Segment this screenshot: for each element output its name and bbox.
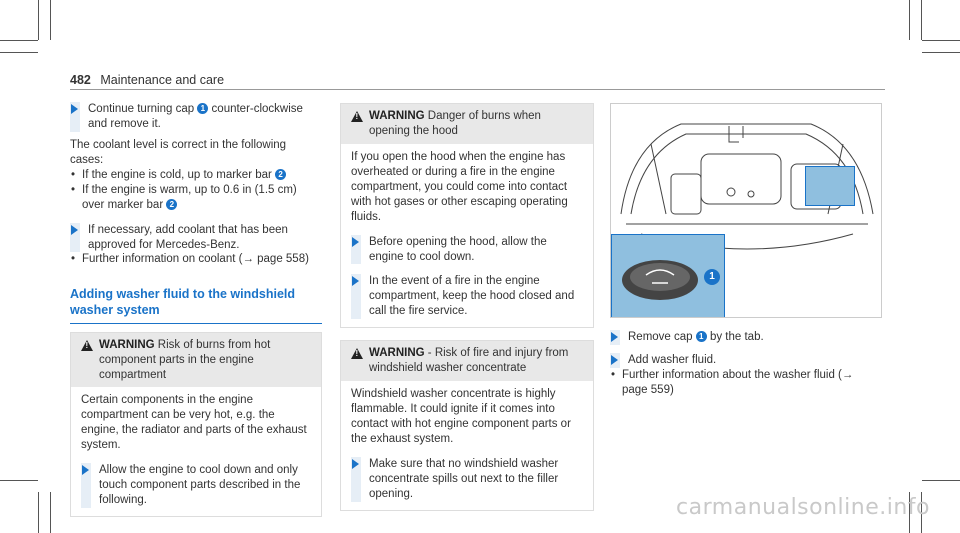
warning-header: WARNING Danger of burns when opening the… [341, 104, 593, 144]
step-text: Remove cap [628, 331, 693, 343]
step-arrow-icon [352, 458, 359, 469]
crop-mark [38, 0, 39, 40]
callout-badge: 2 [166, 199, 178, 211]
warning-title: Danger of burns when opening the hood [369, 110, 541, 137]
step-text: by the tab. [709, 331, 764, 343]
step-text: Before opening the hood, allow the engin… [369, 235, 547, 263]
crop-mark [50, 492, 51, 533]
warning-label: WARNING [99, 338, 155, 351]
instruction-step: If necessary, add coolant that has been … [70, 222, 322, 253]
crop-mark [922, 52, 960, 53]
warning-label: WARNING [369, 347, 425, 360]
list-item: Further information about the washer flu… [610, 368, 882, 398]
warning-title: - Risk of fire and injury from windshiel… [369, 347, 569, 375]
column-left: Continue turning cap 1 counter-clockwise… [70, 100, 322, 517]
callout-badge: 1 [695, 331, 707, 343]
list-item-text: If the engine is warm, up to 0.6 in (1.5… [82, 183, 297, 211]
warning-body: If you open the hood when the engine has… [341, 144, 593, 327]
warning-box: WARNING Risk of burns from hot component… [70, 331, 322, 517]
crop-mark [921, 492, 922, 533]
step-text: Make sure that no windshield washer conc… [369, 457, 559, 500]
step-bar [351, 274, 361, 320]
warning-header: WARNING - Risk of fire and injury from w… [341, 341, 593, 382]
warning-triangle-icon [81, 339, 93, 351]
list-item-text: If the engine is cold, up to marker bar [82, 168, 272, 181]
page-number: 482 [70, 73, 91, 87]
instruction-step: Make sure that no windshield washer conc… [351, 456, 583, 502]
engine-compartment-illustration: 1 [610, 103, 882, 318]
step-text: If necessary, add coolant that has been … [88, 223, 288, 251]
instruction-step: Add washer fluid. [610, 352, 882, 368]
callout-badge: 1 [704, 269, 720, 285]
callout-badge: 2 [275, 169, 287, 181]
list-item: If the engine is warm, up to 0.6 in (1.5… [70, 183, 322, 213]
warning-box: WARNING Danger of burns when opening the… [340, 103, 594, 329]
crop-mark [922, 480, 960, 481]
warning-box: WARNING - Risk of fire and injury from w… [340, 340, 594, 511]
step-text: In the event of a fire in the engine com… [369, 275, 575, 318]
crop-mark [921, 0, 922, 40]
crop-mark [0, 52, 38, 53]
column-middle: WARNING Danger of burns when opening the… [340, 103, 594, 511]
crop-mark [0, 480, 38, 481]
step-arrow-icon [352, 236, 359, 247]
crop-mark [38, 492, 39, 533]
step-arrow-icon [82, 465, 89, 476]
section-divider [70, 322, 322, 324]
step-text: Continue turning cap [88, 103, 195, 115]
washer-cap-zoom: 1 [611, 234, 725, 317]
warning-header: WARNING Risk of burns from hot component… [71, 332, 321, 388]
warning-triangle-icon [351, 348, 363, 360]
section-heading: Adding washer fluid to the windshield wa… [70, 287, 322, 324]
warning-title: Risk of burns from hot component parts i… [99, 338, 271, 381]
step-bar [351, 234, 361, 265]
crop-mark [0, 40, 38, 41]
instruction-step: In the event of a fire in the engine com… [351, 274, 583, 320]
page-header: 482 Maintenance and care [70, 72, 885, 88]
warning-text: Windshield washer concentrate is highly … [351, 388, 571, 445]
warning-label: WARNING [369, 110, 425, 122]
step-text: Allow the engine to cool down and only t… [99, 464, 301, 507]
page-title: Maintenance and care [100, 73, 225, 87]
crop-mark [909, 492, 910, 533]
step-bar [81, 463, 91, 508]
instruction-step: Before opening the hood, allow the engin… [351, 234, 583, 265]
warning-triangle-icon [351, 111, 363, 122]
header-divider [70, 89, 885, 90]
step-arrow-icon [352, 276, 359, 287]
step-text: Add washer fluid. [628, 353, 717, 366]
step-bar [70, 222, 80, 253]
step-arrow-icon [611, 332, 618, 342]
step-arrow-icon [71, 224, 78, 235]
warning-text: If you open the hood when the engine has… [351, 150, 568, 223]
washer-cap-icon [622, 260, 698, 300]
step-text: counter-clockwise and remove it. [88, 103, 303, 130]
instruction-step: Continue turning cap 1 counter-clockwise… [70, 102, 322, 132]
watermark: carmanualsonline.info [676, 495, 930, 521]
instruction-step: Remove cap 1 by the tab. [610, 330, 882, 345]
instruction-step: Allow the engine to cool down and only t… [81, 463, 311, 508]
step-arrow-icon [71, 104, 78, 114]
intro-text: The coolant level is correct in the foll… [70, 138, 287, 166]
warning-body: Certain components in the engine compart… [71, 387, 321, 516]
crop-mark [50, 0, 51, 40]
list-item: If the engine is cold, up to marker bar … [70, 168, 322, 183]
callout-badge: 1 [197, 103, 209, 115]
cross-reference-link[interactable]: Further information on coolant (→ page 5… [82, 253, 309, 266]
warning-body: Windshield washer concentrate is highly … [341, 381, 593, 510]
step-arrow-icon [611, 354, 618, 365]
washer-tank-highlight [805, 166, 855, 206]
section-title: Adding washer fluid to the windshield wa… [70, 287, 295, 317]
step-bar [351, 456, 361, 502]
column-right: 1 Remove cap 1 by the tab. Add washer fl… [610, 103, 882, 398]
list-item: Further information on coolant (→ page 5… [70, 252, 322, 267]
cross-reference-link[interactable]: Further information about the washer flu… [622, 368, 854, 396]
crop-mark [922, 40, 960, 41]
crop-mark [909, 0, 910, 40]
step-bar [70, 102, 80, 132]
warning-text: Certain components in the engine compart… [81, 394, 307, 452]
